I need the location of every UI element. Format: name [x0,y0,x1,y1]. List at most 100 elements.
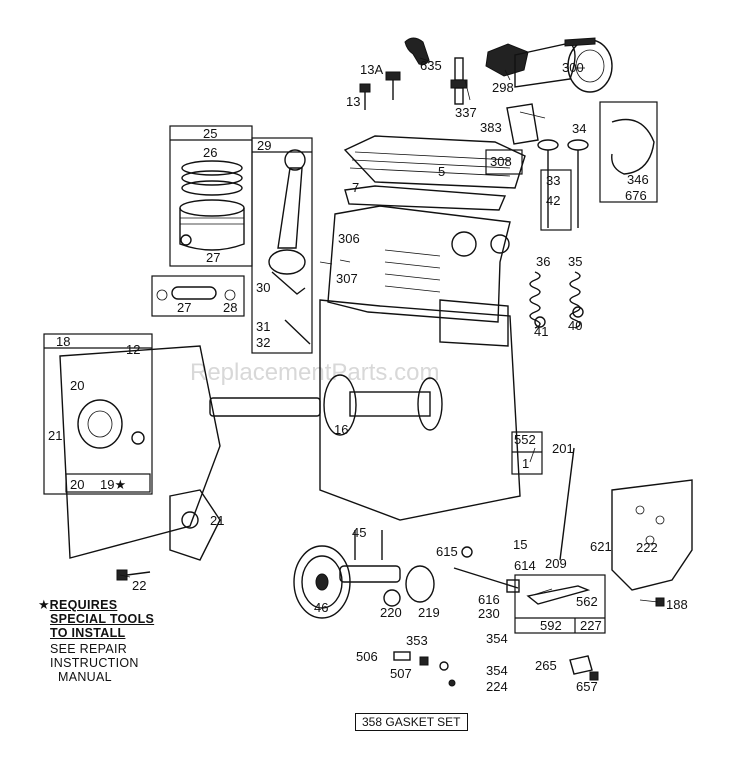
label-12: 12 [126,342,140,357]
wrist-pin-box [151,275,245,317]
label-21: 21 [48,428,62,443]
governor-shaft [453,546,520,593]
label-16: 16 [334,422,348,437]
valve-springs [529,271,584,329]
note-line-1: REQUIRES [49,598,118,612]
label-25: 25 [203,126,217,141]
note-line-3: TO INSTALL [50,626,126,640]
crankshaft [209,374,443,436]
label-21b: 21 [210,513,224,528]
label-30: 30 [256,280,270,295]
part-labels: 13A 635 298 300 13 337 383 34 25 29 26 3… [48,58,688,694]
label-219: 219 [418,605,440,620]
label-224: 224 [486,679,508,694]
label-13a: 13A [360,62,383,77]
cylinder-block [319,205,543,521]
tappets-box [540,169,572,231]
label-337: 337 [455,105,477,120]
label-31: 31 [256,319,270,334]
label-621: 621 [590,539,612,554]
label-36: 36 [536,254,550,269]
label-614: 614 [514,558,536,573]
label-506: 506 [356,649,378,664]
gasket-set-label: 358 GASKET SET [355,713,468,731]
spark-plug-boot [404,37,430,65]
label-13: 13 [346,94,360,109]
label-18: 18 [56,334,70,349]
governor-lever-box [514,574,606,634]
special-tools-note: ★REQUIRES SPECIAL TOOLS TO INSTALL SEE R… [38,597,198,685]
label-383: 383 [480,120,502,135]
label-306: 306 [338,231,360,246]
label-676: 676 [625,188,647,203]
note-line-2: SPECIAL TOOLS [50,612,155,626]
label-635: 635 [420,58,442,73]
label-42: 42 [546,193,560,208]
label-353: 353 [406,633,428,648]
label-308: 308 [490,154,512,169]
label-28: 28 [223,300,237,315]
watermark-text: ReplacementParts.com [190,359,439,386]
label-265: 265 [535,658,557,673]
crankcase-cover [43,333,221,561]
breather-cover [599,101,658,203]
label-7: 7 [352,180,359,195]
control-bracket [611,479,693,591]
spark-plug [450,57,468,105]
label-27b: 27 [177,300,191,315]
note-line-4: SEE REPAIR [50,642,128,656]
label-20: 20 [70,378,84,393]
label-188: 188 [666,597,688,612]
label-15: 15 [513,537,527,552]
label-5: 5 [438,164,445,179]
label-209: 209 [545,556,567,571]
label-201: 201 [552,441,574,456]
label-35: 35 [568,254,582,269]
label-29: 29 [257,138,271,153]
label-34: 34 [572,121,586,136]
label-46: 46 [314,600,328,615]
label-26: 26 [203,145,217,160]
camshaft [339,530,401,583]
label-41: 41 [534,324,548,339]
valves [537,139,589,228]
label-307: 307 [336,271,358,286]
label-33: 33 [546,173,560,188]
label-300: 300 [562,60,584,75]
label-552: 552 [514,432,536,447]
note-line-5: INSTRUCTION [50,656,139,670]
label-222: 222 [636,540,658,555]
head-gasket [344,185,507,211]
cylinder-head [343,135,526,189]
label-298: 298 [492,80,514,95]
label-657: 657 [576,679,598,694]
label-227: 227 [580,618,602,633]
label-22: 22 [132,578,146,593]
label-346: 346 [627,172,649,187]
leader-lines [119,57,659,603]
label-354: 354 [486,631,508,646]
governor-gear [383,565,435,607]
bolt-13 [359,71,401,110]
label-616: 616 [478,592,500,607]
air-cleaner-parts [485,37,613,93]
label-45: 45 [352,525,366,540]
label-40: 40 [568,318,582,333]
label-220: 220 [380,605,402,620]
label-615: 615 [436,544,458,559]
label-20b: 20 [70,477,84,492]
label-19-star: 19★ [100,477,126,492]
label-32: 32 [256,335,270,350]
star-icon: ★ [38,597,50,612]
label-507: 507 [390,666,412,681]
label-562: 562 [576,594,598,609]
note-line-6: MANUAL [58,670,112,684]
governor-link [559,447,575,561]
label-27: 27 [206,250,220,265]
connecting-rod-assembly [251,137,313,354]
label-592: 592 [540,618,562,633]
label-230: 230 [478,606,500,621]
breather-tube [506,103,546,145]
label-1: 1 [522,456,529,471]
